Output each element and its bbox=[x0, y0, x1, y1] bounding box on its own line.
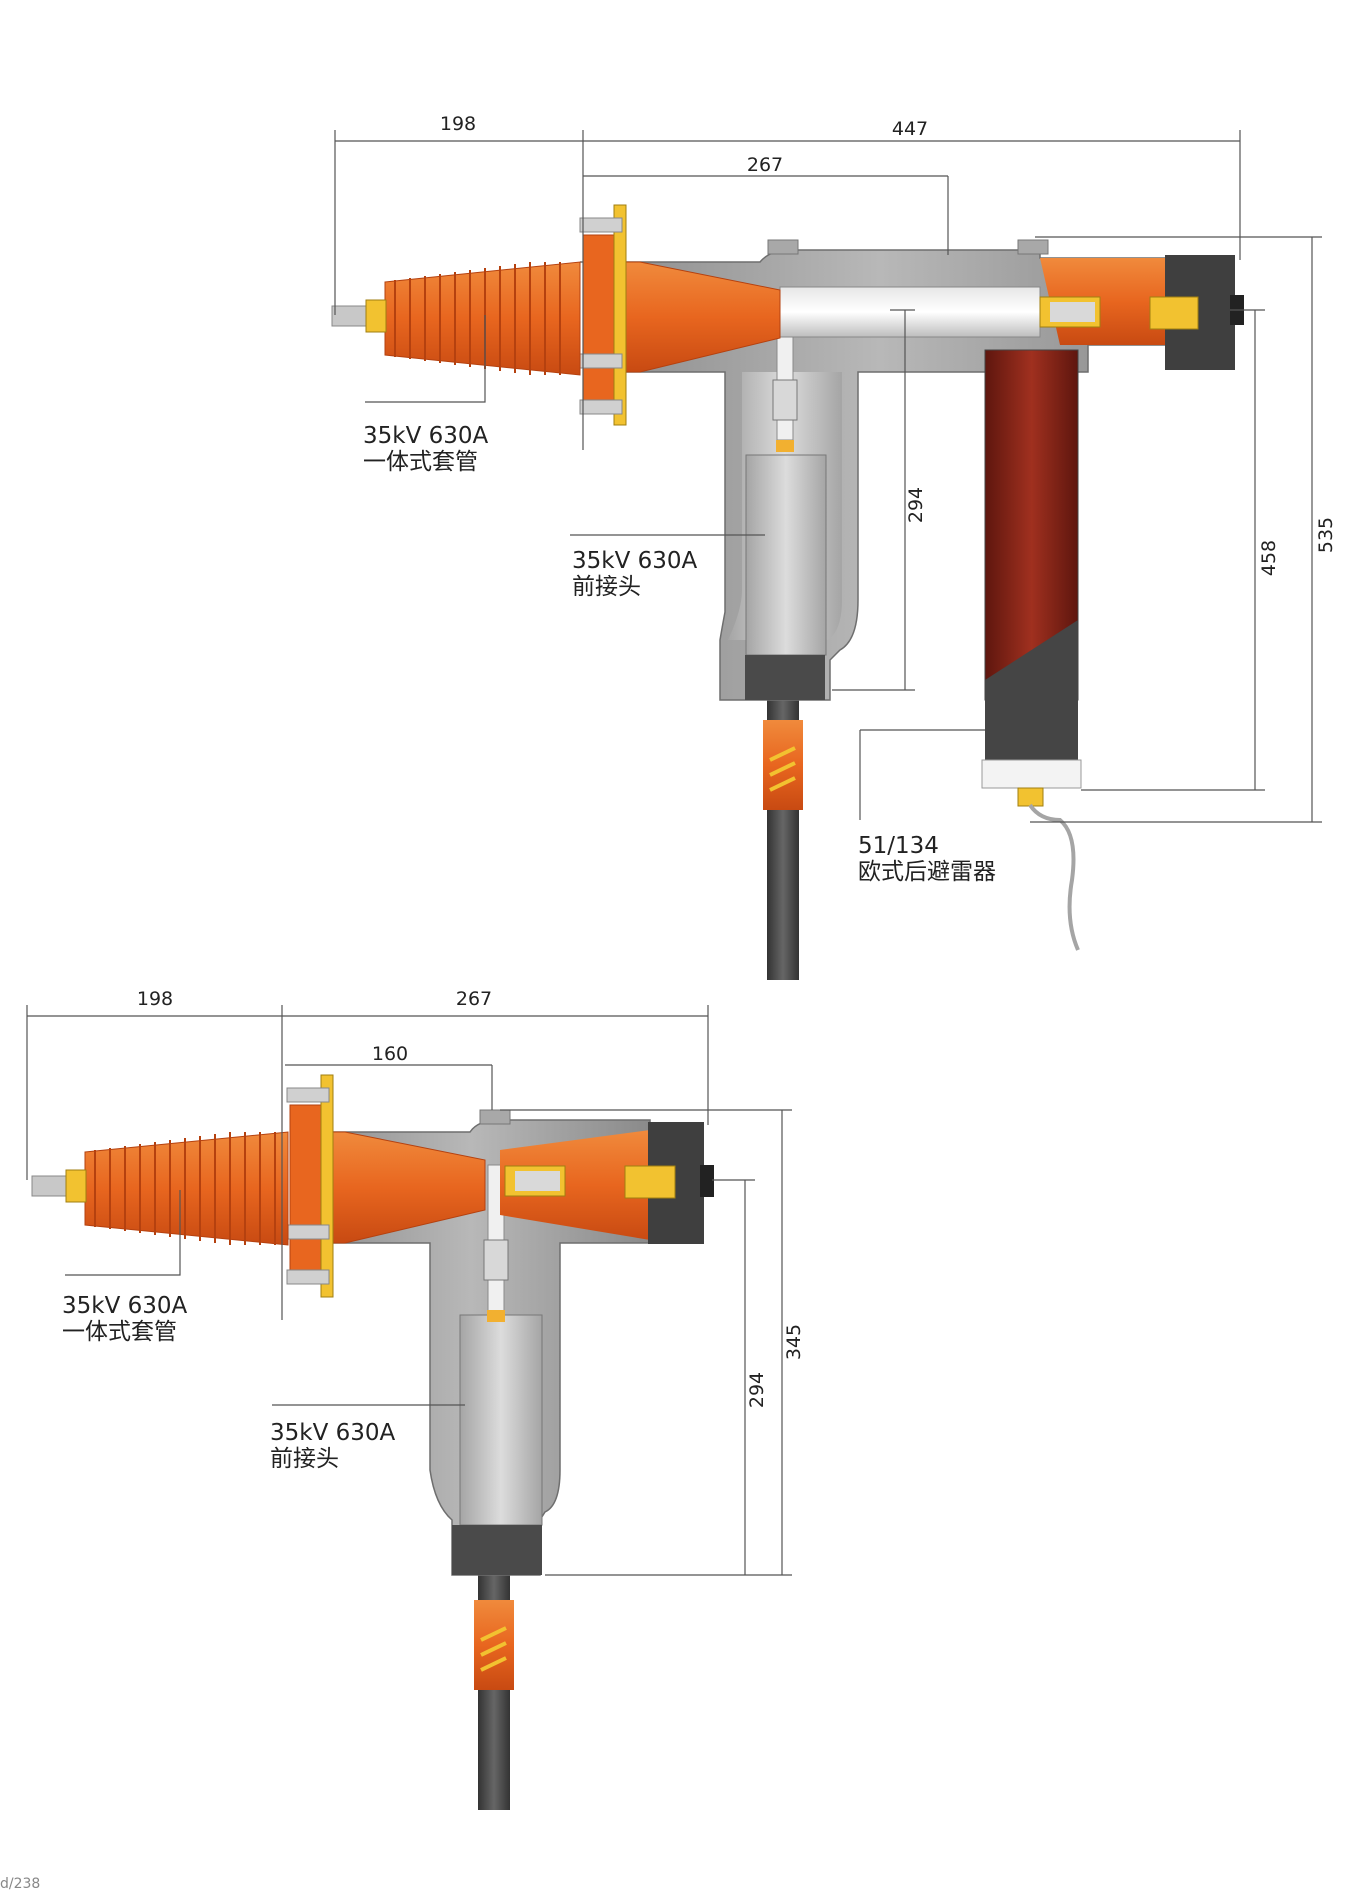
top-dim-294: 294 bbox=[905, 487, 927, 523]
top-arrester-label-line1: 51/134 bbox=[858, 833, 939, 859]
top-arrester-ground-wire bbox=[1028, 803, 1080, 951]
top-front-stress-cone bbox=[745, 454, 827, 656]
top-bushing-label-line2: 一体式套管 bbox=[363, 449, 478, 475]
bottom-front-stress-cone bbox=[459, 1314, 543, 1526]
bottom-bushing-label-line2: 一体式套管 bbox=[62, 1319, 177, 1345]
bottom-front-base bbox=[452, 1525, 542, 1575]
bottom-top-boss bbox=[479, 1109, 511, 1125]
bottom-bushing-label-line1: 35kV 630A bbox=[62, 1293, 188, 1319]
top-front-base bbox=[745, 655, 825, 700]
bottom-dim-160: 160 bbox=[372, 1043, 408, 1065]
top-dim-267: 267 bbox=[747, 154, 783, 176]
bottom-dim-294: 294 bbox=[746, 1372, 768, 1408]
footer-text: d/238 bbox=[0, 1876, 40, 1892]
top-busbar-pipe bbox=[779, 286, 1041, 338]
top-dim-458: 458 bbox=[1258, 540, 1280, 576]
bottom-cable-sleeve bbox=[474, 1600, 514, 1690]
top-dim-535: 535 bbox=[1315, 517, 1337, 553]
bottom-front-label-line1: 35kV 630A bbox=[270, 1420, 396, 1446]
bottom-dim-345: 345 bbox=[783, 1324, 805, 1360]
top-dimension-labels: 198 447 267 294 458 535 bbox=[440, 113, 1337, 576]
top-dim-198: 198 bbox=[440, 113, 476, 135]
top-assembly bbox=[331, 204, 1244, 980]
top-arrester-cap bbox=[981, 759, 1082, 789]
top-dim-447: 447 bbox=[892, 118, 928, 140]
top-bushing-label-line1: 35kV 630A bbox=[363, 423, 489, 449]
bottom-front-label-line2: 前接头 bbox=[270, 1446, 339, 1472]
top-arrester-label-line2: 欧式后避雷器 bbox=[858, 859, 996, 885]
top-dimension-lines bbox=[334, 130, 1322, 823]
top-bushing-sheds bbox=[384, 261, 581, 376]
top-boss-left bbox=[767, 239, 799, 255]
bottom-dim-198: 198 bbox=[137, 988, 173, 1010]
top-front-label-line2: 前接头 bbox=[572, 574, 641, 600]
bottom-bushing-sheds bbox=[84, 1131, 289, 1246]
bottom-dim-267: 267 bbox=[456, 988, 492, 1010]
bottom-dimension-lines bbox=[26, 1005, 792, 1576]
bottom-part-labels: 35kV 630A 一体式套管 35kV 630A 前接头 bbox=[62, 1293, 396, 1472]
bottom-assembly bbox=[31, 1074, 714, 1810]
top-front-label-line1: 35kV 630A bbox=[572, 548, 698, 574]
top-part-labels: 35kV 630A 一体式套管 35kV 630A 前接头 51/134 欧式后… bbox=[363, 423, 996, 885]
bottom-dimension-labels: 198 267 160 294 345 bbox=[137, 988, 805, 1408]
top-boss-right bbox=[1017, 239, 1049, 255]
top-cable-sleeve bbox=[763, 720, 803, 810]
